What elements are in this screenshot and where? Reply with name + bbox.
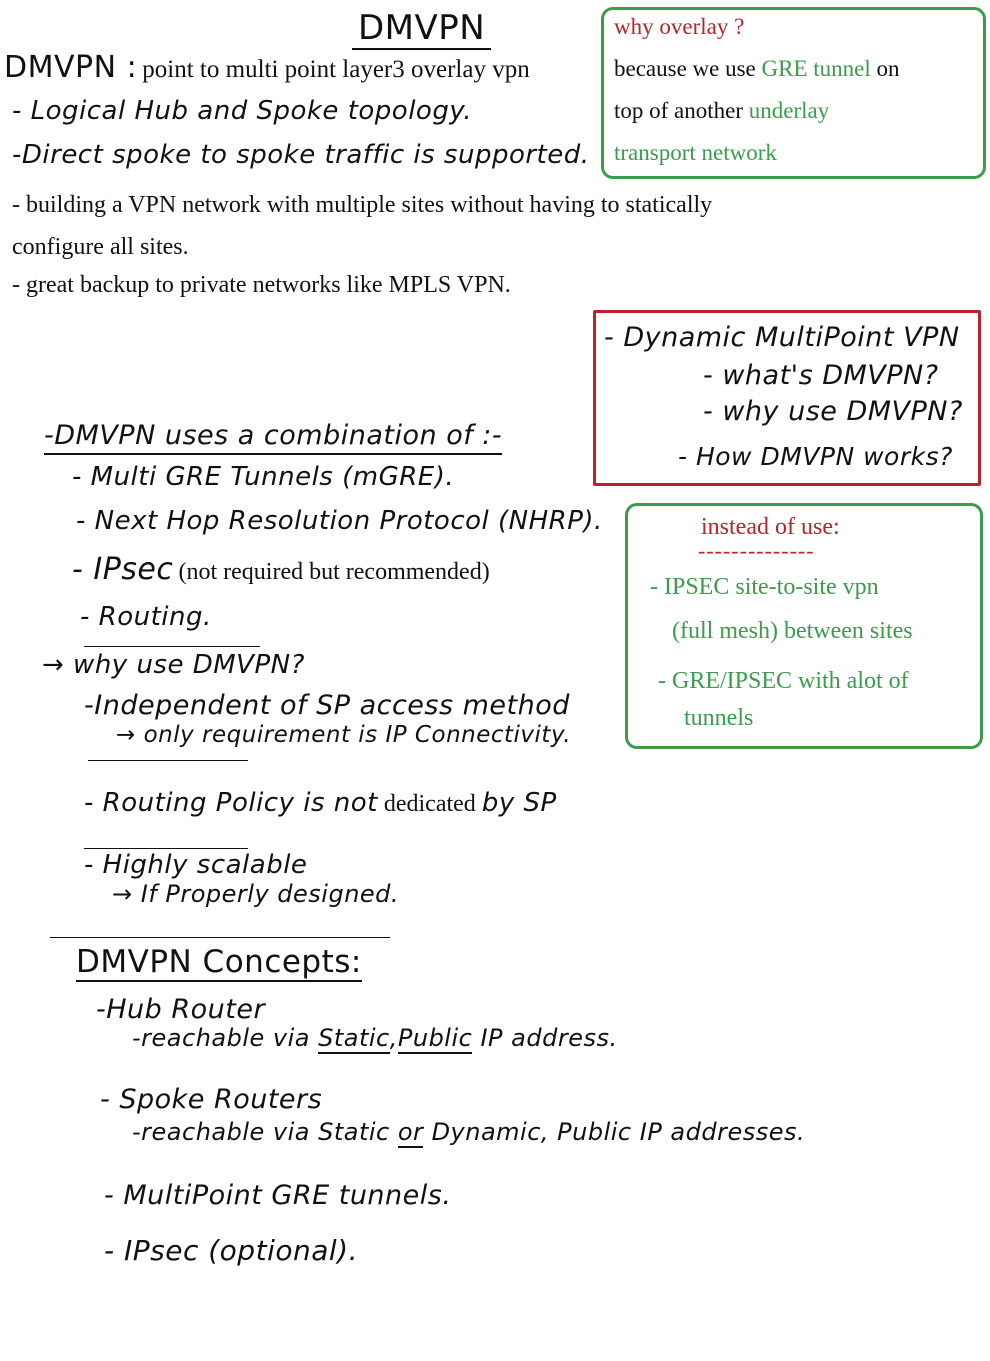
intro-point-hub-spoke: - Logical Hub and Spoke topology. [12, 96, 472, 126]
concept-hub-reachable: -reachable via Static,Public IP address. [132, 1024, 618, 1054]
divider-line [84, 848, 248, 849]
why-use-point-independent-sub: → only requirement is IP Connectivity. [116, 722, 572, 748]
printed-point-line1: - building a VPN network with multiple s… [12, 192, 713, 218]
intro-point-direct-spoke: -Direct spoke to spoke traffic is suppor… [12, 140, 590, 170]
divider-line [50, 937, 390, 938]
hub-reachable-a: -reachable via [132, 1024, 319, 1052]
why-use-heading: → why use DMVPN? [42, 650, 305, 680]
spoke-reachable-a: -reachable via Static [132, 1118, 398, 1146]
combination-item-routing: - Routing. [80, 602, 212, 632]
why-overlay-line1-c: on [870, 56, 900, 81]
why-overlay-line2-a: top of another [614, 98, 749, 123]
spoke-or: or [397, 1118, 424, 1148]
concept-multipoint-gre: - MultiPoint GRE tunnels. [104, 1180, 452, 1211]
why-overlay-gre-tunnel: GRE tunnel [761, 56, 871, 81]
combination-item-nhrp: - Next Hop Resolution Protocol (NHRP). [76, 506, 603, 536]
routing-policy-a: - Routing Policy is not [84, 788, 378, 818]
hub-comma: , [389, 1024, 398, 1052]
instead-item1-line1: - IPSEC site-to-site vpn [650, 574, 879, 600]
agenda-item-why: - why use DMVPN? [703, 396, 963, 427]
definition-line: DMVPN : point to multi point layer3 over… [4, 50, 530, 85]
divider-line [88, 760, 248, 761]
routing-policy-b: dedicated [377, 791, 482, 817]
why-overlay-line1: because we use GRE tunnel on [614, 56, 900, 82]
agenda-item-what: - what's DMVPN? [703, 360, 939, 391]
instead-item1-line2: (full mesh) between sites [672, 618, 913, 644]
divider-line [84, 646, 260, 647]
why-overlay-title: why overlay ? [614, 14, 745, 39]
instead-dashes: -------------- [698, 538, 815, 563]
hub-static: Static [318, 1024, 390, 1054]
instead-item2-line1: - GRE/IPSEC with alot of [658, 668, 909, 694]
combination-heading: -DMVPN uses a combination of :- [44, 420, 503, 455]
why-overlay-box [601, 7, 986, 179]
combination-ipsec-note: (not required but recommended) [178, 559, 490, 585]
combination-item-mgre: - Multi GRE Tunnels (mGRE). [72, 462, 455, 492]
hub-public: Public [397, 1024, 473, 1054]
printed-point-line3: - great backup to private networks like … [12, 272, 511, 298]
why-use-point-scalable-sub: → If Properly designed. [112, 880, 400, 908]
why-use-point-routing-policy: - Routing Policy is not dedicated by SP [84, 788, 557, 818]
concept-spoke-routers: - Spoke Routers [100, 1084, 323, 1115]
instead-title: instead of use: [701, 514, 840, 540]
instead-item2-line2: tunnels [684, 705, 754, 731]
instead-box [625, 503, 983, 749]
concept-spoke-reachable: -reachable via Static or Dynamic, Public… [132, 1118, 806, 1148]
why-overlay-line1-a: because we use [614, 56, 762, 81]
concept-hub-router: -Hub Router [96, 994, 266, 1025]
concept-ipsec: - IPsec (optional). [104, 1234, 358, 1267]
printed-point-line2: configure all sites. [12, 234, 189, 260]
agenda-box [593, 310, 981, 486]
why-use-point-independent: -Independent of SP access method [84, 690, 570, 721]
why-overlay-line3: transport network [614, 140, 777, 165]
agenda-title: - Dynamic MultiPoint VPN [604, 322, 960, 353]
why-use-point-scalable: - Highly scalable [84, 850, 308, 880]
routing-policy-c: by SP [481, 788, 557, 818]
agenda-item-how: - How DMVPN works? [678, 442, 953, 471]
why-overlay-line2: top of another underlay [614, 98, 829, 124]
combination-item-ipsec-row: - IPsec (not required but recommended) [72, 552, 490, 587]
combination-item-ipsec: - IPsec [72, 552, 174, 587]
definition-text: point to multi point layer3 overlay vpn [142, 56, 530, 83]
concepts-heading: DMVPN Concepts: [76, 944, 362, 982]
spoke-reachable-end: Dynamic, Public IP addresses. [423, 1118, 806, 1146]
definition-term: DMVPN : [4, 50, 138, 85]
why-overlay-underlay: underlay [748, 98, 830, 123]
hub-reachable-end: IP address. [472, 1024, 618, 1052]
page-title: DMVPN [352, 8, 492, 50]
